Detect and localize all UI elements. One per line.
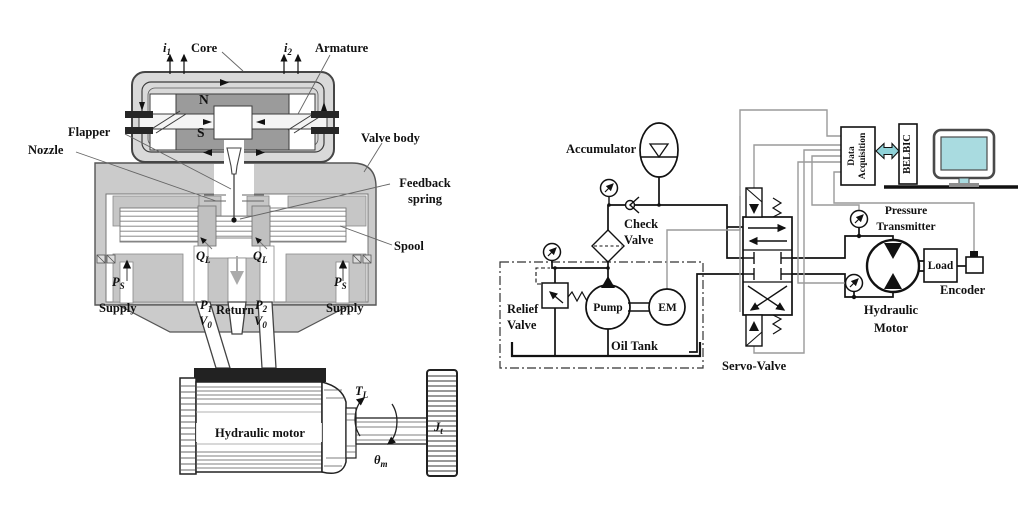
label-servo-valve: Servo-Valve (722, 359, 787, 373)
label-jt: Jt (434, 420, 443, 436)
flapper-nozzle (204, 140, 264, 223)
filter-symbol (591, 229, 625, 263)
hydraulic-motor-symbol (865, 238, 921, 294)
label-accumulator: Accumulator (566, 142, 637, 156)
label-v0-left: V0 (199, 314, 212, 330)
label-hydraulic-motor-right: Hydraulic Motor (863, 303, 919, 335)
pressure-gauge-icon (599, 178, 619, 205)
label-check-valve: Check Valve (624, 217, 659, 247)
encoder-connector (970, 251, 978, 257)
label-p1: P1 (200, 298, 213, 314)
hydraulic-circuit (499, 109, 1018, 369)
torque-motor (125, 53, 339, 163)
em-symbol (648, 288, 686, 326)
label-oil-tank: Oil Tank (611, 339, 658, 353)
label-theta-m: θm (374, 453, 388, 469)
signal-wires (666, 109, 975, 354)
pressure-transmitter-gauge (844, 273, 864, 293)
label-load: Load (927, 260, 954, 272)
load-box (923, 248, 958, 283)
label-p2: P2 (255, 298, 268, 314)
label-v0-right: V0 (254, 314, 267, 330)
label-relief-valve: Relief Valve (507, 302, 539, 332)
label-pole-s: S (197, 125, 205, 140)
label-pressure-transmitter: Pressure Transmitter (876, 205, 936, 233)
leader-lines (75, 51, 393, 246)
label-supply-left: Supply (99, 301, 137, 315)
label-feedback-spring: Feedback spring (399, 176, 451, 206)
accumulator-symbol (639, 122, 679, 178)
label-return: Return (216, 303, 255, 317)
label-ps-left: PS (112, 275, 125, 291)
label-flapper: Flapper (68, 125, 111, 139)
oil-tank-boundary (499, 261, 704, 369)
belbic-box (898, 123, 918, 185)
relief-valve-symbol (535, 267, 592, 309)
check-valve-symbol (624, 196, 640, 214)
label-ql-left: QL (196, 249, 211, 265)
pump-symbol (585, 276, 631, 330)
label-i2: i2 (284, 41, 292, 57)
label-data-acquisition: Data Acquisition (846, 132, 869, 180)
label-supply-right: Supply (326, 301, 364, 315)
pressure-transmitter-gauge (849, 209, 869, 229)
label-i1: i1 (163, 41, 171, 57)
encoder-box (965, 256, 984, 274)
daq-box (840, 126, 876, 186)
bidirectional-arrow-icon (875, 142, 900, 160)
current-arrows (166, 53, 302, 74)
computer-monitor-icon (932, 128, 996, 187)
label-armature: Armature (315, 41, 369, 55)
label-spool: Spool (394, 239, 424, 253)
seal-symbols (96, 254, 372, 264)
pressure-gauge-icon (542, 242, 562, 262)
label-core: Core (191, 41, 218, 55)
valve-body-section (94, 162, 377, 333)
label-nozzle: Nozzle (28, 143, 64, 157)
label-tl: TL (355, 384, 369, 400)
label-hydraulic-motor-left: Hydraulic motor (215, 426, 305, 440)
label-pole-n: N (199, 92, 209, 107)
label-em: EM (658, 302, 677, 314)
flux-arrows (139, 79, 327, 156)
label-pump: Pump (593, 302, 623, 314)
label-ps-right: PS (334, 275, 347, 291)
label-encoder: Encoder (940, 283, 986, 297)
hydraulic-motor-drawing (179, 368, 458, 477)
label-valve-body: Valve body (361, 131, 420, 145)
label-ql-right: QL (253, 249, 268, 265)
hydraulic-lines (551, 177, 966, 356)
label-belbic: BELBIC (902, 134, 913, 174)
pipes-to-motor (195, 301, 277, 369)
servo-valve-symbol (742, 187, 793, 347)
